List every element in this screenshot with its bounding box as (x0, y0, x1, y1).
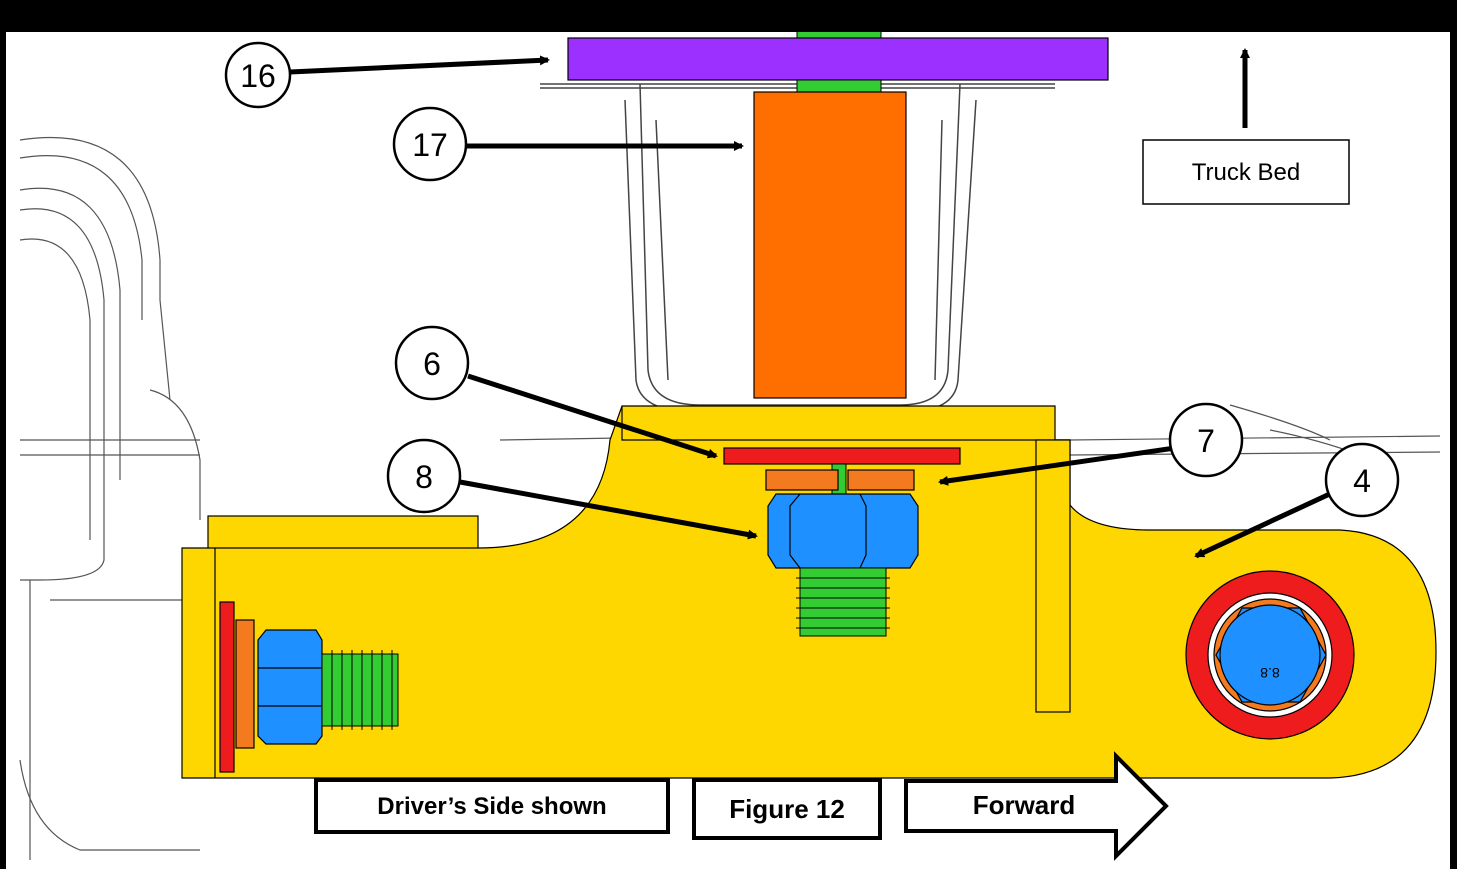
bolt-grade-marking: 8.8 (1260, 665, 1280, 681)
leader-arrow-8 (459, 479, 758, 540)
threaded-stud-mid (796, 79, 882, 93)
left-hex-nut (257, 629, 323, 745)
forward-direction-arrow: Forward (904, 751, 1169, 861)
drivers-side-label-box: Driver’s Side shown (314, 778, 670, 834)
svg-text:Driver’s Side shown: Driver’s Side shown (377, 793, 606, 820)
callout-4: 4 (1324, 442, 1400, 518)
hex-nut-8 (767, 493, 919, 569)
svg-text:Forward: Forward (973, 790, 1076, 820)
left-washer-orange (235, 619, 255, 749)
leader-arrow-6 (467, 373, 718, 459)
leader-arrow-4 (1194, 489, 1336, 559)
svg-text:Figure 12: Figure 12 (729, 794, 845, 824)
callout-6: 6 (394, 325, 470, 401)
top-black-bar (0, 0, 1457, 32)
svg-text:6: 6 (423, 346, 441, 382)
svg-text:Truck Bed: Truck Bed (1192, 159, 1300, 186)
bed-plate-16 (567, 37, 1109, 81)
callout-17: 17 (392, 106, 468, 182)
callout-16: 16 (224, 41, 292, 109)
svg-text:7: 7 (1197, 423, 1215, 459)
svg-text:4: 4 (1353, 463, 1371, 499)
leader-arrow-7 (938, 445, 1176, 486)
left-washer-red (219, 601, 235, 773)
frame-line-art (19, 136, 1441, 860)
callout-7: 7 (1168, 402, 1244, 478)
left-bolt-thread (321, 650, 399, 730)
callout-8: 8 (386, 438, 462, 514)
truck-bed-label-box: Truck Bed (1142, 139, 1350, 205)
washer-6 (723, 447, 961, 465)
right-border (1450, 0, 1457, 869)
pivot-bolt (1185, 570, 1355, 740)
lock-washer-7-right (847, 469, 915, 491)
figure-number-box: Figure 12 (692, 778, 882, 840)
leader-arrows (289, 48, 1336, 559)
spacer-17 (753, 91, 907, 399)
svg-text:8: 8 (415, 459, 433, 495)
lock-washer-7-left (765, 469, 839, 491)
left-border (0, 0, 6, 869)
svg-text:17: 17 (412, 127, 448, 163)
leader-arrow-16 (289, 55, 550, 75)
center-bolt-thread (796, 567, 890, 637)
svg-text:16: 16 (240, 58, 276, 94)
